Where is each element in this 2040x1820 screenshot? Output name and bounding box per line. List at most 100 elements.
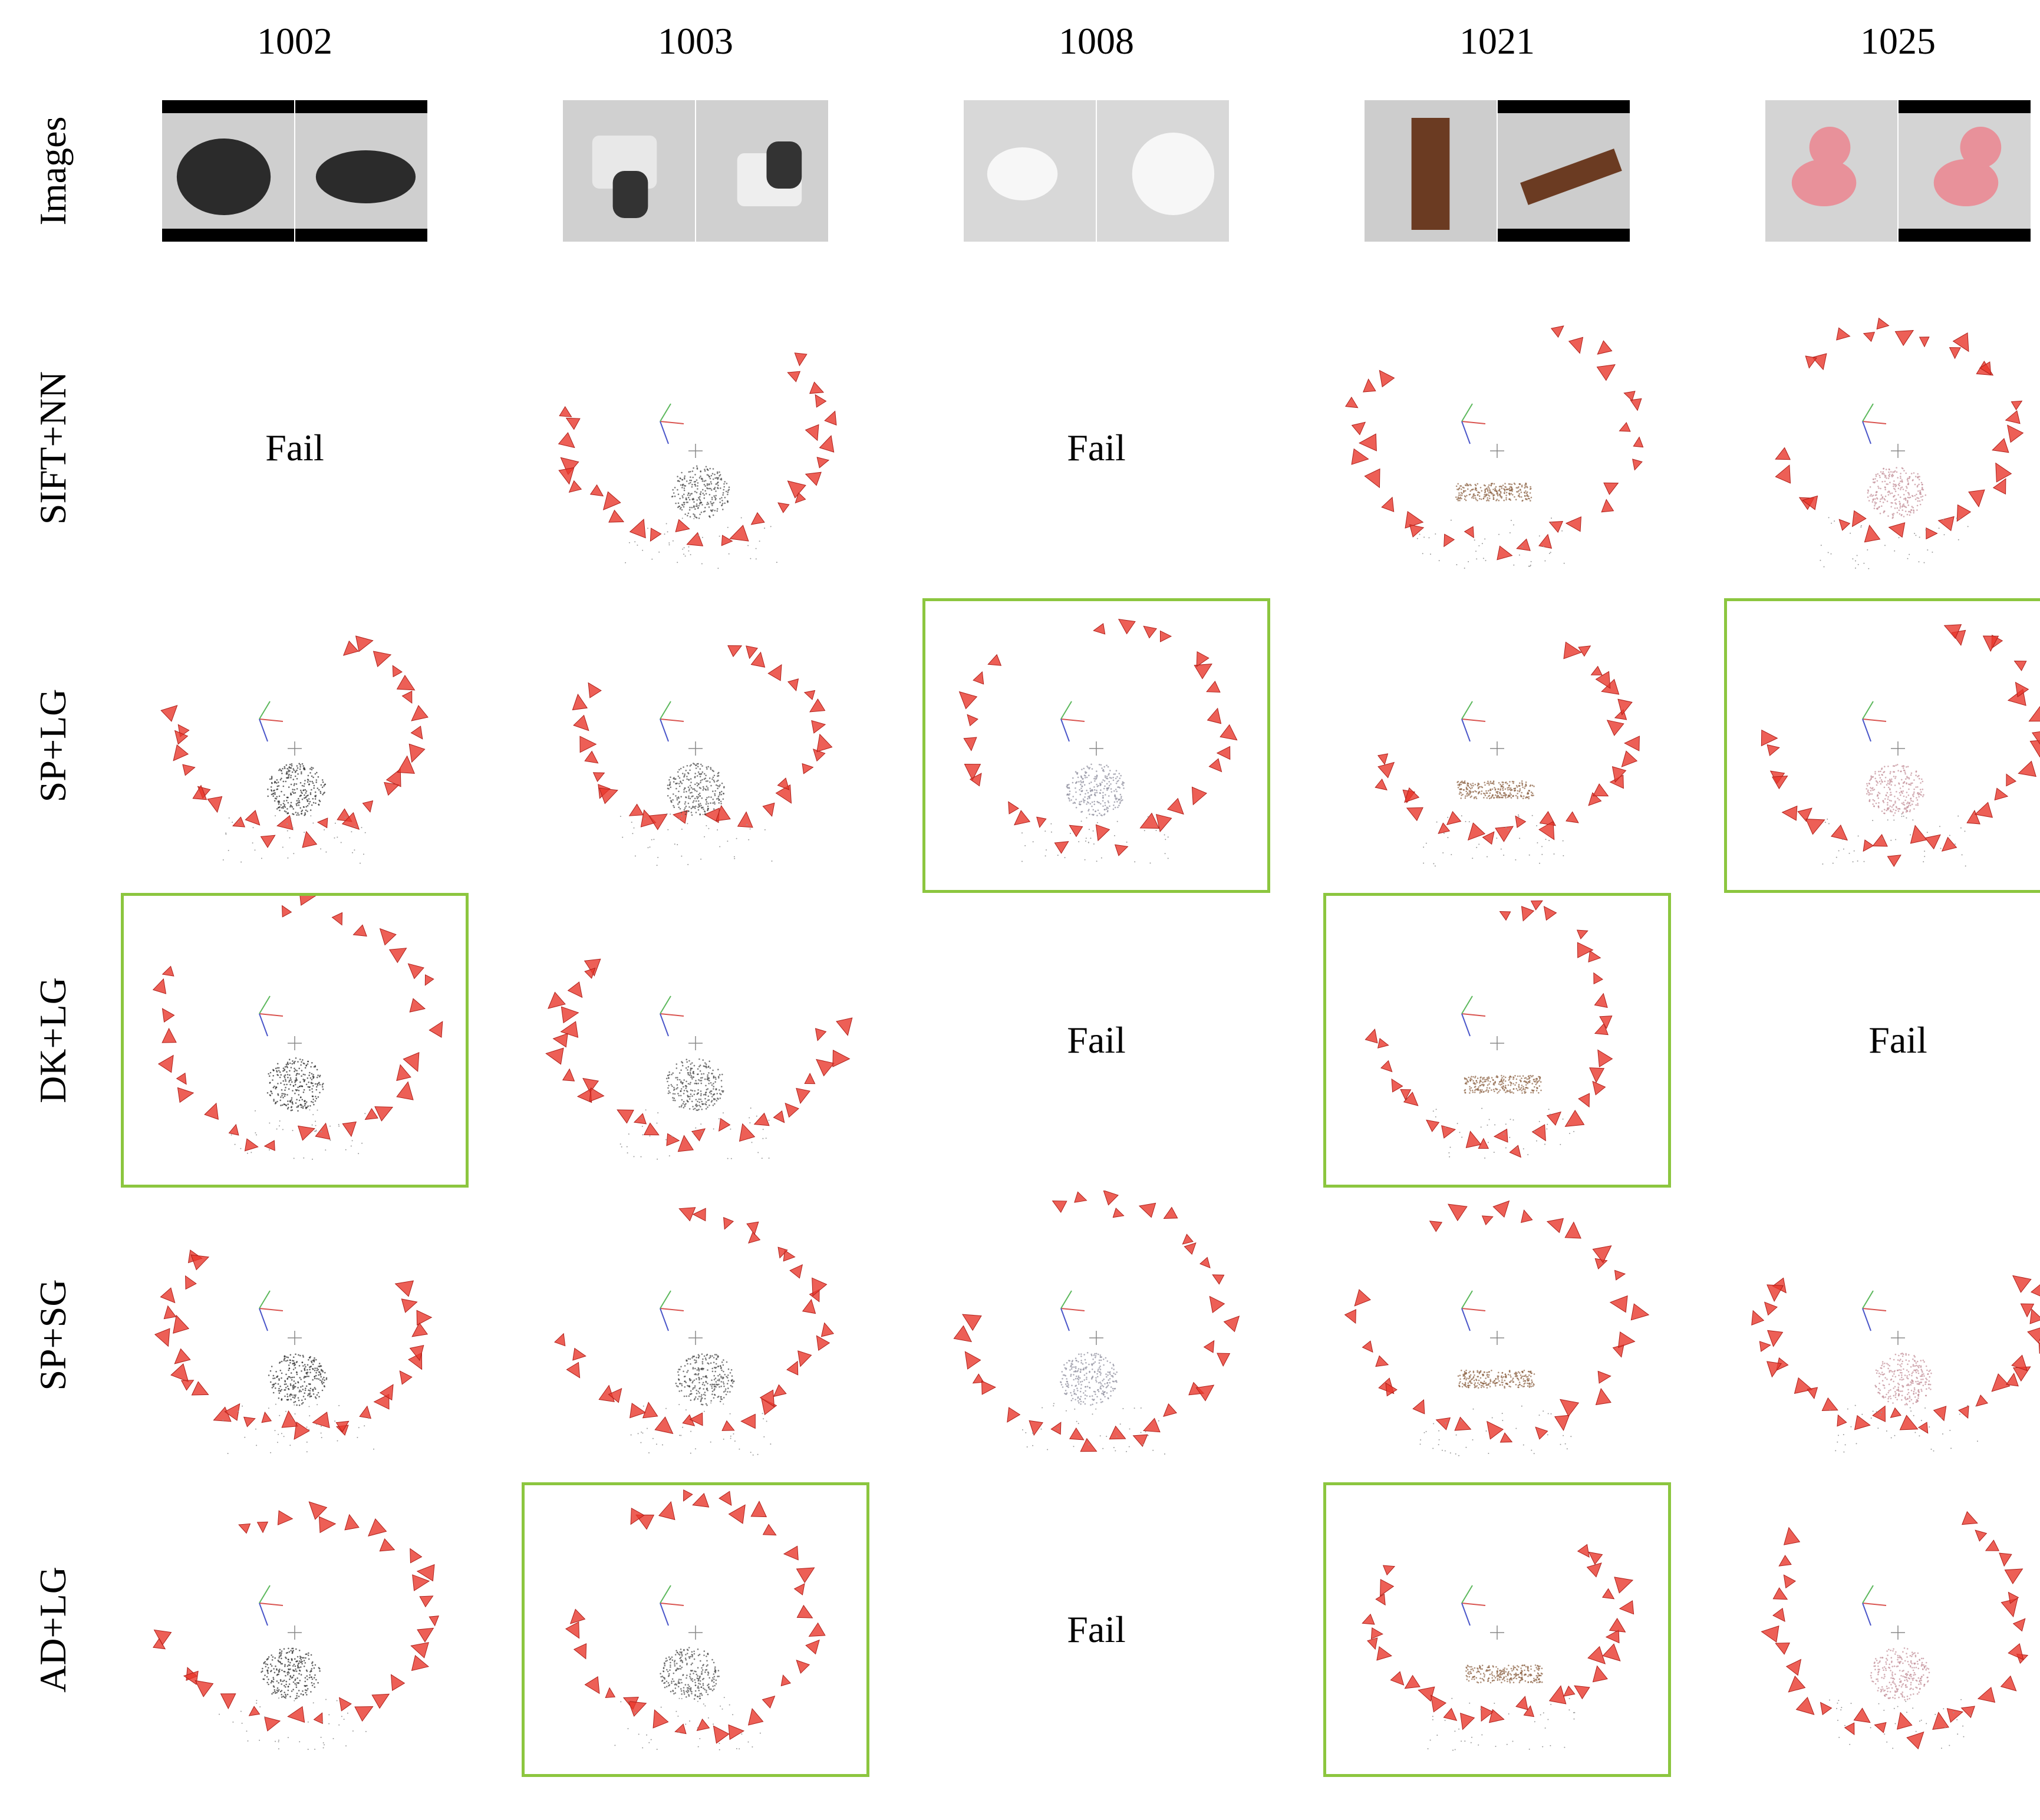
camera-frustum [1592,1665,1608,1683]
camera-frustum [315,1122,331,1140]
point-cloud [219,1647,367,1750]
camera-frustum [374,1106,394,1122]
camera-frustum [396,1064,411,1082]
axis-y [1461,995,1473,1014]
camera-frustum [579,736,597,753]
camera-frustum [243,1416,256,1427]
camera-frustum [276,815,294,830]
camera-group [1775,317,2024,543]
camera-frustum [1563,1685,1576,1697]
camera-frustum [1985,1539,2000,1551]
camera-frustum [403,1051,420,1072]
thumbnail-1008-view-2 [1097,100,1229,242]
camera-frustum [728,1504,746,1524]
axis-x [259,1308,284,1311]
camera-frustum [1523,1705,1535,1717]
camera-frustum [379,1384,394,1401]
camera-frustum [1013,810,1031,826]
axis-x [660,718,684,722]
camera-frustum [2029,739,2040,758]
camera-frustum [1375,779,1388,791]
camera-frustum [244,1138,259,1152]
camera-frustum [1487,1420,1504,1440]
camera-frustum [183,1670,199,1685]
camera-frustum [658,1501,675,1521]
camera-frustum [232,816,245,827]
camera-frustum [1143,625,1158,639]
camera-frustum [972,1373,984,1384]
camera-frustum [1999,1552,2012,1567]
result-cell-ad-lg-1025 [1727,1485,2040,1774]
camera-frustum [1184,1242,1197,1255]
axis-x [1862,1308,1887,1311]
camera-frustum [1036,816,1047,828]
result-cell-sift-nn-1021 [1326,304,1668,592]
axis-z [660,421,669,444]
result-cell-dk-lg-1025: Fail [1727,896,2040,1185]
camera-frustum [2005,410,2021,424]
camera-frustum [777,502,790,513]
axis-x [660,1013,684,1017]
camera-frustum [630,1403,647,1419]
column-header-1021: 1021 [1459,20,1535,62]
camera-frustum [1409,524,1425,538]
camera-frustum [355,635,374,652]
camera-group [1344,1200,1650,1443]
column-header-1003: 1003 [658,20,733,62]
camera-frustum [981,1380,997,1395]
axis-y [1461,701,1473,720]
camera-frustum [277,1510,294,1526]
point-cloud [619,1058,770,1160]
camera-frustum [1952,332,1969,352]
camera-frustum [1403,1092,1419,1106]
camera-frustum [1864,525,1881,543]
camera-frustum [748,1707,764,1726]
camera-frustum [1379,370,1395,388]
axis-z [259,718,268,742]
camera-frustum [224,1403,240,1421]
camera-frustum [1375,1593,1386,1606]
camera-frustum [789,1264,803,1279]
axis-x [1461,1013,1486,1017]
camera-frustum [1166,797,1184,815]
camera-frustum [1783,1574,1797,1589]
camera-frustum [1563,641,1582,660]
camera-frustum [762,802,775,817]
camera-frustum [750,1501,767,1518]
result-cell-sp-sg-1025 [1727,1191,2040,1479]
camera-frustum [1574,1685,1590,1700]
camera-frustum [359,1405,371,1419]
camera-frustum [281,1410,298,1428]
camera-frustum [191,1381,209,1396]
camera-frustum [795,492,806,504]
point-cloud [1419,1369,1572,1456]
camera-frustum [1351,448,1369,465]
camera-frustum [1624,736,1640,751]
camera-frustum [805,472,822,486]
camera-frustum [775,784,792,804]
camera-frustum [1887,855,1901,868]
camera-frustum [719,1117,731,1132]
camera-frustum [691,1128,706,1142]
camera-group [1751,1275,2040,1434]
reconstruction-plot [953,1191,1240,1455]
camera-frustum [629,518,646,539]
axis-x [660,421,684,424]
camera-frustum [1069,825,1083,838]
camera-frustum [1992,438,2009,453]
camera-frustum [548,991,566,1009]
camera-frustum [1489,1709,1505,1723]
camera-frustum [2012,1618,2026,1632]
camera-frustum [352,924,367,937]
camera-frustum [396,674,416,691]
result-cell-sp-lg-1025 [1724,598,2040,893]
result-cell-sift-nn-1025 [1727,304,2040,592]
camera-frustum [1159,630,1172,642]
axis-y [660,701,671,720]
camera-frustum [1495,826,1514,842]
camera-frustum [1795,1696,1815,1715]
camera-frustum [1894,330,1914,347]
camera-frustum [379,928,397,946]
camera-group [572,645,833,830]
camera-frustum [384,782,400,796]
